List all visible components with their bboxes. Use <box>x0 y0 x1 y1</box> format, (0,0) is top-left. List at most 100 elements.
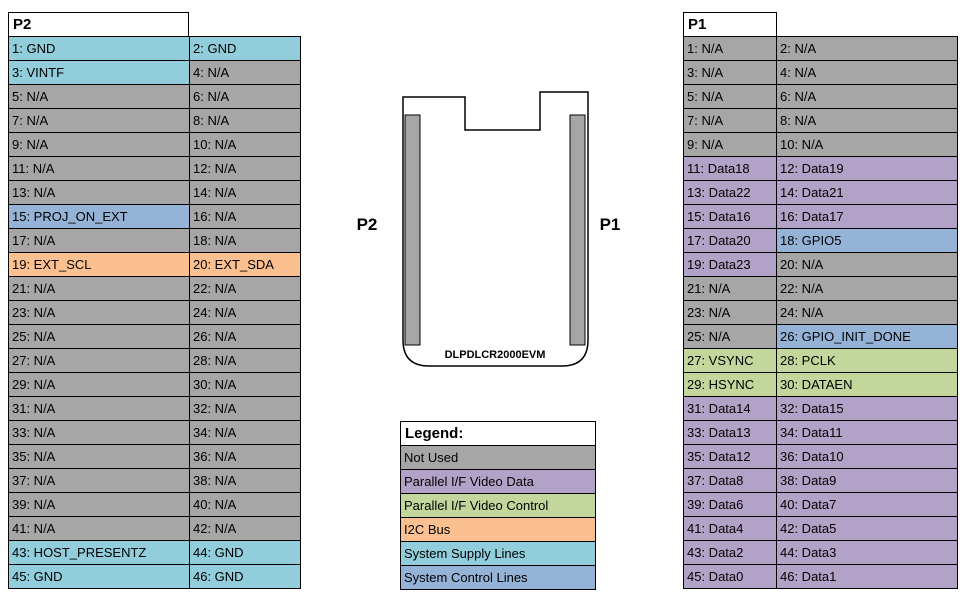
pin-cell: 10: N/A <box>189 132 301 157</box>
pin-cell: 17: N/A <box>8 228 190 253</box>
legend-item: System Control Lines <box>400 565 596 590</box>
pin-cell: 44: Data3 <box>776 540 958 565</box>
pin-cell: 37: N/A <box>8 468 190 493</box>
pin-cell: 27: N/A <box>8 348 190 373</box>
legend-row: Parallel I/F Video Data <box>400 469 596 494</box>
pin-cell: 37: Data8 <box>683 468 777 493</box>
pin-cell: 36: Data10 <box>776 444 958 469</box>
pin-cell: 29: HSYNC <box>683 372 777 397</box>
pin-cell: 42: N/A <box>189 516 301 541</box>
legend-item: Parallel I/F Video Control <box>400 493 596 518</box>
pin-cell: 39: N/A <box>8 492 190 517</box>
pin-cell: 14: Data21 <box>776 180 958 205</box>
pin-cell: 45: Data0 <box>683 564 777 589</box>
pin-cell: 8: N/A <box>189 108 301 133</box>
pin-cell: 24: N/A <box>189 300 301 325</box>
pin-cell: 46: Data1 <box>776 564 958 589</box>
pin-cell: 35: N/A <box>8 444 190 469</box>
pin-cell: 15: PROJ_ON_EXT <box>8 204 190 229</box>
p2-table-title: P2 <box>8 12 189 37</box>
pin-cell: 44: GND <box>189 540 301 565</box>
legend-row: System Supply Lines <box>400 541 596 566</box>
pin-cell: 28: PCLK <box>776 348 958 373</box>
pin-cell: 11: Data18 <box>683 156 777 181</box>
pin-cell: 40: N/A <box>189 492 301 517</box>
pin-cell: 18: GPIO5 <box>776 228 958 253</box>
pin-cell: 24: N/A <box>776 300 958 325</box>
pin-cell: 20: EXT_SDA <box>189 252 301 277</box>
pin-cell: 46: GND <box>189 564 301 589</box>
legend-item: I2C Bus <box>400 517 596 542</box>
pin-cell: 14: N/A <box>189 180 301 205</box>
pin-cell: 41: N/A <box>8 516 190 541</box>
board-label-p1: P1 <box>599 215 621 234</box>
pin-cell: 17: Data20 <box>683 228 777 253</box>
pin-cell: 35: Data12 <box>683 444 777 469</box>
legend-row: Not Used <box>400 445 596 470</box>
pin-cell: 31: N/A <box>8 396 190 421</box>
p2-connector-bar <box>404 114 421 346</box>
pin-cell: 25: N/A <box>8 324 190 349</box>
pin-cell: 13: Data22 <box>683 180 777 205</box>
pin-cell: 25: N/A <box>683 324 777 349</box>
pin-cell: 7: N/A <box>8 108 190 133</box>
legend-item: System Supply Lines <box>400 541 596 566</box>
pin-cell: 27: VSYNC <box>683 348 777 373</box>
p1-table-title: P1 <box>683 12 777 37</box>
board-outline <box>402 91 589 367</box>
pin-cell: 34: Data11 <box>776 420 958 445</box>
pin-cell: 16: Data17 <box>776 204 958 229</box>
pin-cell: 38: Data9 <box>776 468 958 493</box>
pin-cell: 6: N/A <box>189 84 301 109</box>
pin-cell: 36: N/A <box>189 444 301 469</box>
pin-cell: 30: N/A <box>189 372 301 397</box>
pin-cell: 23: N/A <box>8 300 190 325</box>
pin-cell: 13: N/A <box>8 180 190 205</box>
pin-cell: 2: N/A <box>776 36 958 61</box>
legend-row: Parallel I/F Video Control <box>400 493 596 518</box>
pin-cell: 32: N/A <box>189 396 301 421</box>
board-name-label: DLPDLCR2000EVM <box>445 349 546 361</box>
pin-cell: 10: N/A <box>776 132 958 157</box>
pin-cell: 16: N/A <box>189 204 301 229</box>
pin-cell: 21: N/A <box>683 276 777 301</box>
pin-cell: 11: N/A <box>8 156 190 181</box>
pin-cell: 3: N/A <box>683 60 777 85</box>
pin-cell: 38: N/A <box>189 468 301 493</box>
